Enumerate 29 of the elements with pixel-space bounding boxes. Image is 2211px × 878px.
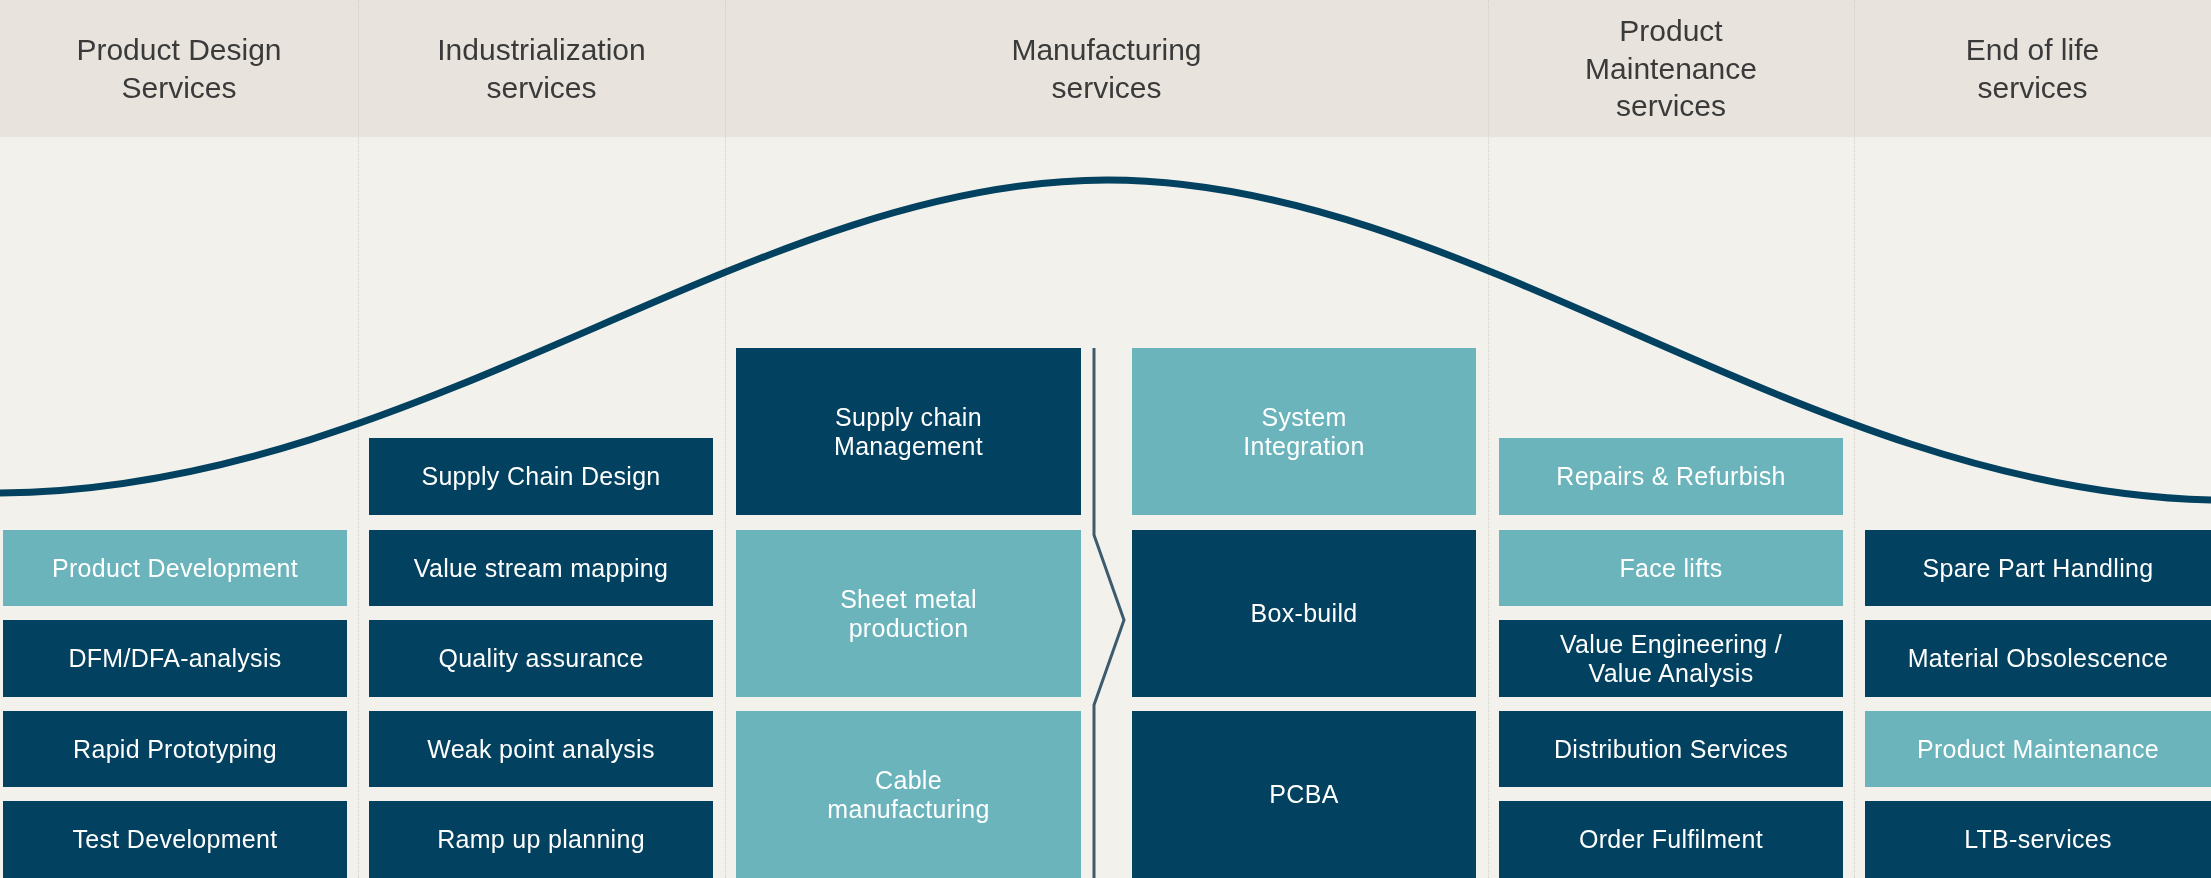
service-box: Box-build: [1132, 530, 1476, 697]
column-heading: Product Design Services: [75, 32, 283, 106]
service-box: DFM/DFA-analysis: [3, 620, 347, 697]
service-box: Value stream mapping: [369, 530, 713, 606]
service-box: Face lifts: [1499, 530, 1843, 606]
service-box: Supply chain Management: [736, 348, 1081, 515]
service-box: Sheet metal production: [736, 530, 1081, 697]
service-box: Rapid Prototyping: [3, 711, 347, 787]
service-box: Quality assurance: [369, 620, 713, 697]
column-heading: Manufacturing services: [1010, 32, 1203, 106]
column-heading: Product Maintenance services: [1584, 13, 1758, 125]
service-box: PCBA: [1132, 711, 1476, 878]
service-box: Spare Part Handling: [1865, 530, 2211, 606]
service-box: System Integration: [1132, 348, 1476, 515]
column-heading: End of life services: [1964, 32, 2101, 106]
column-heading: Industrialization services: [436, 32, 647, 106]
service-box: Value Engineering / Value Analysis: [1499, 620, 1843, 697]
service-box: Order Fulfilment: [1499, 801, 1843, 878]
service-box: Cable manufacturing: [736, 711, 1081, 878]
service-box: Distribution Services: [1499, 711, 1843, 787]
service-box: Ramp up planning: [369, 801, 713, 878]
service-box: LTB-services: [1865, 801, 2211, 878]
service-box: Weak point analysis: [369, 711, 713, 787]
service-box: Supply Chain Design: [369, 438, 713, 515]
service-box: Repairs & Refurbish: [1499, 438, 1843, 515]
service-box: Product Development: [3, 530, 347, 606]
service-box: Product Maintenance: [1865, 711, 2211, 787]
service-box: Test Development: [3, 801, 347, 878]
service-box: Material Obsolescence: [1865, 620, 2211, 697]
